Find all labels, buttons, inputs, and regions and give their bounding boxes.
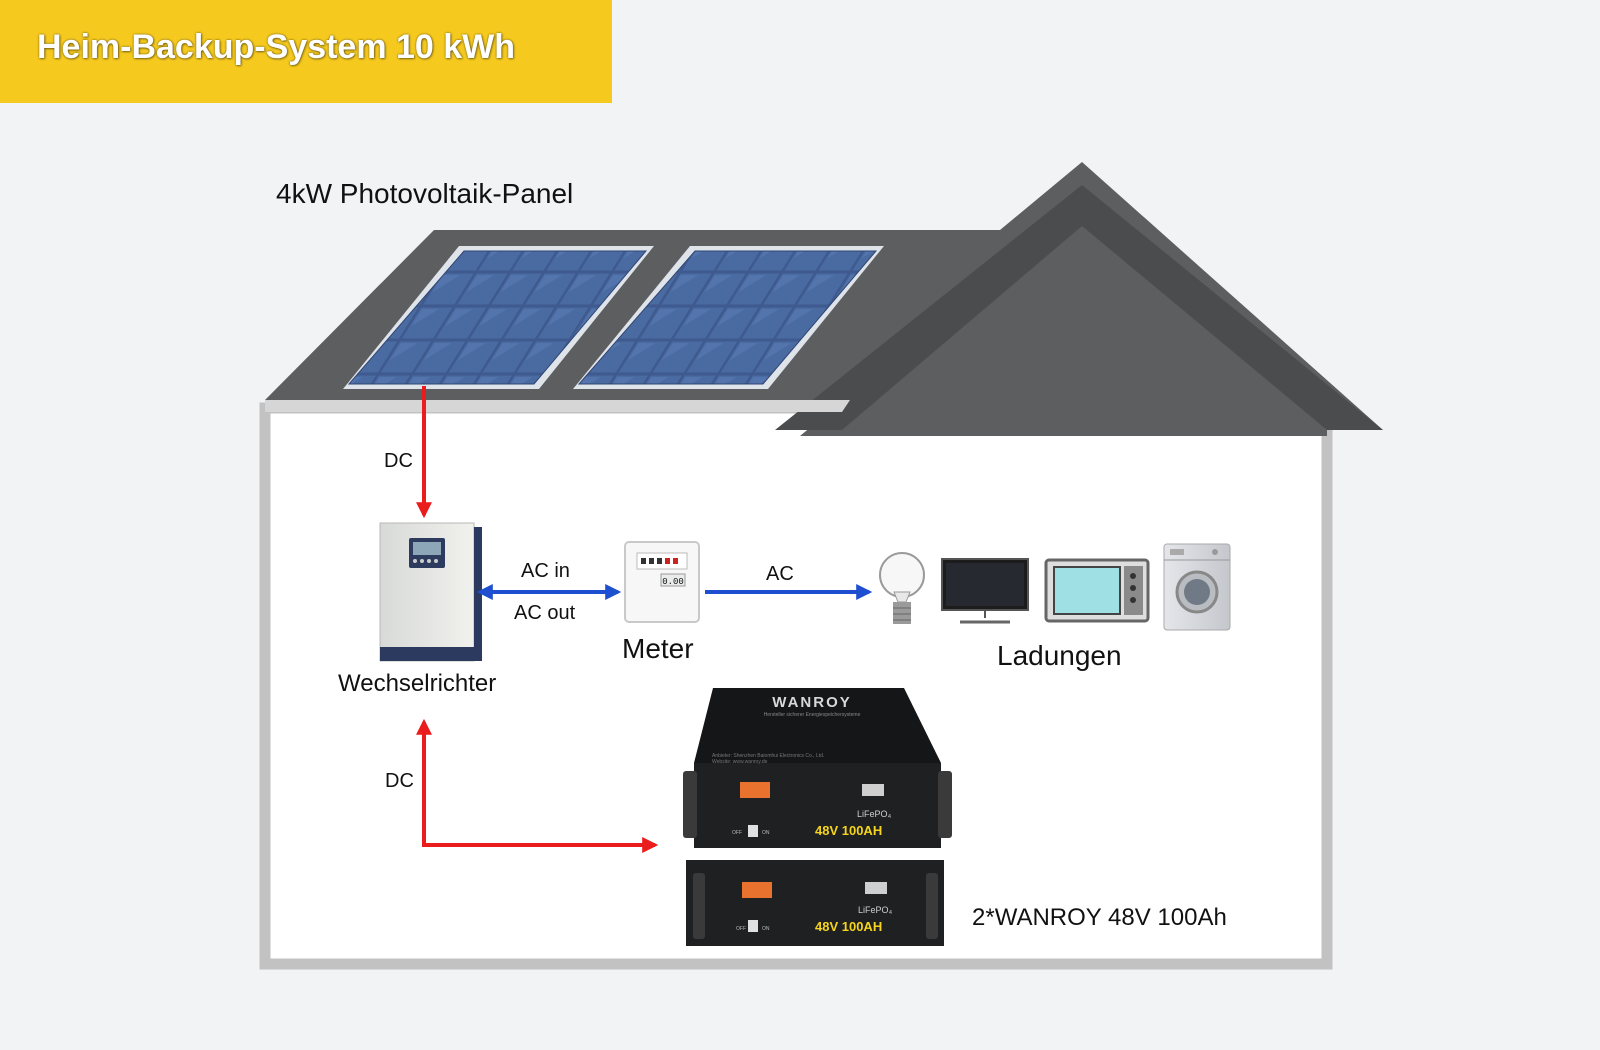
loads-label: Ladungen: [997, 640, 1122, 671]
battery-top: WANROY Hersteller sicherer Energiespeich…: [683, 688, 952, 848]
svg-text:ON: ON: [762, 830, 770, 836]
svg-text:OFF: OFF: [736, 926, 746, 932]
ac-in-label: AC in: [521, 560, 570, 582]
solar-panel-left: [343, 246, 654, 389]
battery-stack: OFF ON LiFePO₄ 48V 100AH WANROY Herstell…: [683, 688, 952, 946]
meter-device: 0.00: [624, 541, 700, 623]
inverter-label: Wechselrichter: [338, 670, 497, 697]
meter-readout: 0.00: [662, 577, 684, 587]
page-title: Heim-Backup-System 10 kWh: [37, 28, 516, 66]
svg-text:LiFePO₄: LiFePO₄: [857, 809, 892, 819]
ac-label: AC: [766, 563, 794, 585]
inverter-device: [379, 522, 482, 662]
washing-machine-icon: [1163, 543, 1231, 631]
title-banner: Heim-Backup-System 10 kWh: [0, 0, 612, 103]
dc-arrow-inverter-battery: [416, 718, 659, 853]
svg-text:Anbieter: Shenzhen Baiomhui El: Anbieter: Shenzhen Baiomhui Electronics …: [712, 753, 824, 759]
microwave-icon: [1044, 558, 1150, 623]
svg-text:Hersteller sicherer Energiespe: Hersteller sicherer Energiespeichersyste…: [764, 712, 861, 718]
pv-panel-label: 4kW Photovoltaik-Panel: [276, 178, 574, 209]
meter-label: Meter: [622, 633, 694, 664]
svg-text:ON: ON: [762, 926, 770, 932]
svg-text:OFF: OFF: [732, 830, 742, 836]
battery-rating-bottom: 48V 100AH: [815, 919, 882, 934]
dc-label-top: DC: [384, 450, 413, 472]
svg-text:LiFePO₄: LiFePO₄: [858, 905, 893, 915]
dc-label-bottom: DC: [385, 770, 414, 792]
battery-brand: WANROY: [772, 694, 852, 711]
light-bulb-icon: [879, 552, 925, 624]
battery-caption: 2*WANROY 48V 100Ah: [972, 904, 1227, 931]
tv-icon: [941, 558, 1029, 624]
battery-bottom: OFF ON LiFePO₄ 48V 100AH: [686, 860, 944, 946]
ac-out-label: AC out: [514, 602, 576, 624]
solar-panels: [343, 246, 884, 389]
solar-panel-right: [573, 246, 884, 389]
svg-text:Website: www.wanroy.de: Website: www.wanroy.de: [712, 759, 768, 765]
battery-rating-top: 48V 100AH: [815, 823, 882, 838]
loads: [879, 543, 1231, 631]
